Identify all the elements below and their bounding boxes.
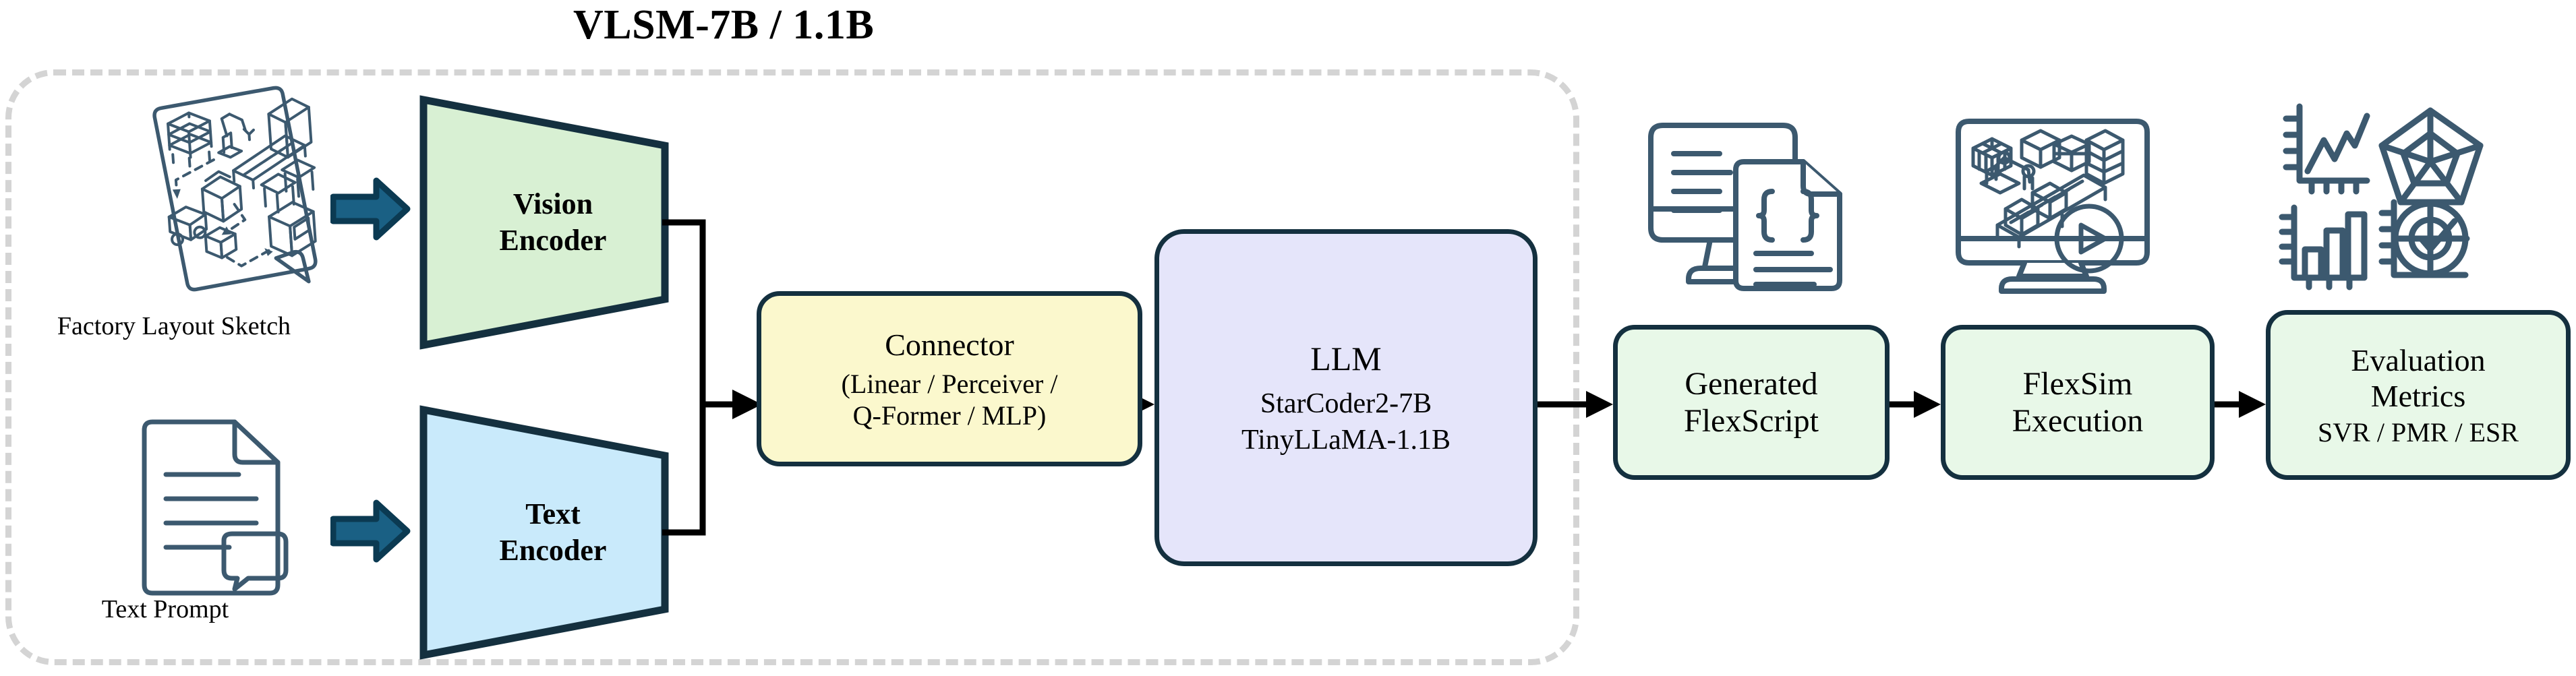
llm-sub-line2: TinyLLaMA-1.1B [1241, 425, 1451, 456]
vision-encoder-node[interactable]: Vision Encoder [418, 94, 688, 350]
connector-node[interactable]: Connector (Linear / Perceiver / Q-Former… [757, 291, 1142, 466]
text-prompt-document-icon [134, 418, 289, 603]
llm-sub-line1: StarCoder2-7B [1260, 388, 1432, 419]
evaluation-metrics-title-line2: Metrics [2370, 378, 2466, 413]
factory-layout-sketch-icon [115, 84, 330, 307]
text-prompt-caption: Text Prompt [101, 595, 229, 623]
connector-sub-line2: Q-Former / MLP) [852, 400, 1047, 431]
page-title: VLSM-7B / 1.1B [573, 2, 875, 48]
generated-flexscript-title-line1: Generated [1685, 366, 1818, 402]
simulation-monitor-play-icon [1949, 106, 2158, 303]
llm-node[interactable]: LLM StarCoder2-7B TinyLLaMA-1.1B [1154, 229, 1538, 566]
generated-flexscript-title-line2: FlexScript [1684, 403, 1819, 439]
evaluation-metrics-node[interactable]: Evaluation Metrics SVR / PMR / ESR [2266, 310, 2571, 480]
vlsm-boundary-box [5, 69, 1579, 665]
factory-layout-sketch-caption: Factory Layout Sketch [57, 312, 291, 340]
flexsim-execution-title-line1: FlexSim [2022, 366, 2133, 402]
evaluation-metrics-title-line1: Evaluation [2351, 342, 2486, 377]
blue-arrow-text-icon [330, 499, 411, 563]
llm-title: LLM [1310, 340, 1382, 377]
blue-arrow-vision-icon [330, 177, 411, 241]
generated-flexscript-node[interactable]: Generated FlexScript [1613, 325, 1890, 480]
evaluation-metrics-sub: SVR / PMR / ESR [2318, 417, 2519, 448]
connector-sub-line1: (Linear / Perceiver / [841, 368, 1058, 399]
analytics-charts-icon [2270, 101, 2484, 297]
flexsim-execution-node[interactable]: FlexSim Execution [1941, 325, 2215, 480]
flexsim-execution-title-line2: Execution [2012, 403, 2144, 439]
connector-title: Connector [885, 327, 1014, 362]
code-document-monitor-icon [1647, 108, 1856, 303]
text-encoder-node[interactable]: Text Encoder [418, 404, 688, 660]
